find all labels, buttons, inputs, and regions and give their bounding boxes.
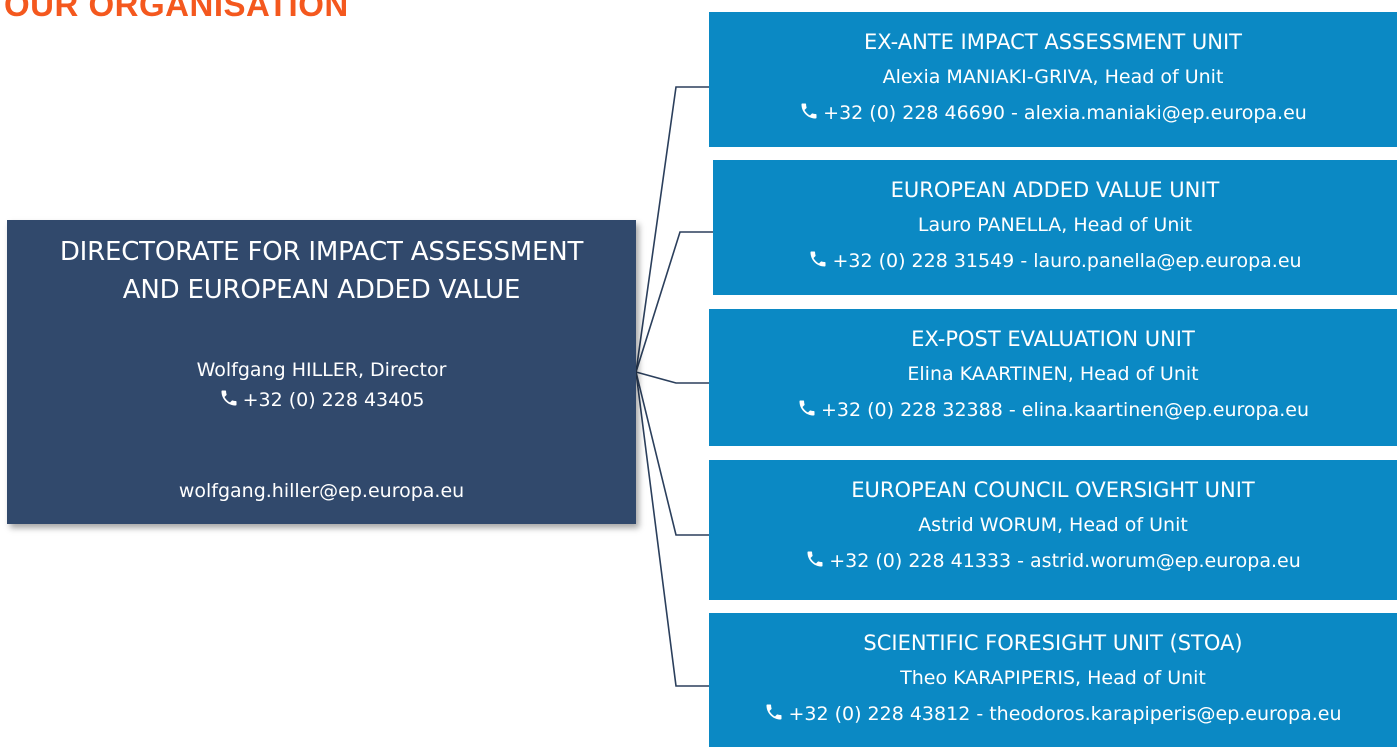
connector-unit-3 (635, 371, 709, 384)
unit-title: SCIENTIFIC FORESIGHT UNIT (STOA) (863, 631, 1243, 655)
director-name: Wolfgang HILLER, Director (196, 359, 447, 381)
directorate-title-line1: DIRECTORATE FOR IMPACT ASSESSMENT (59, 237, 584, 267)
directorate-box: DIRECTORATE FOR IMPACT ASSESSMENT AND EU… (7, 220, 636, 524)
unit-title: EX-POST EVALUATION UNIT (911, 327, 1195, 351)
unit-title: EUROPEAN ADDED VALUE UNIT (890, 178, 1220, 202)
phone-icon (808, 249, 828, 269)
unit-head: Theo KARAPIPERIS, Head of Unit (900, 667, 1206, 689)
phone-icon (805, 549, 825, 569)
connector-unit-1 (635, 86, 709, 373)
unit-contact[interactable]: +32 (0) 228 41333 - astrid.worum@ep.euro… (829, 550, 1301, 572)
unit-contact[interactable]: +32 (0) 228 32388 - elina.kaartinen@ep.e… (820, 399, 1310, 421)
unit-title: EX-ANTE IMPACT ASSESSMENT UNIT (863, 30, 1243, 54)
unit-contact-line: +32 (0) 228 41333 - astrid.worum@ep.euro… (709, 548, 1397, 574)
phone-icon (764, 702, 784, 722)
connector-unit-2 (635, 231, 713, 373)
page-heading: OUR ORGANISATION (4, 0, 349, 23)
director-phone: +32 (0) 228 43405 (242, 389, 425, 411)
unit-box-added-value: EUROPEAN ADDED VALUE UNIT Lauro PANELLA,… (713, 160, 1397, 295)
unit-contact[interactable]: +32 (0) 228 43812 - theodoros.karapiperi… (788, 703, 1342, 725)
unit-head: Elina KAARTINEN, Head of Unit (907, 363, 1199, 385)
unit-head: Lauro PANELLA, Head of Unit (917, 214, 1193, 236)
connector-unit-5 (635, 371, 709, 687)
phone-icon (797, 398, 817, 418)
director-email[interactable]: wolfgang.hiller@ep.europa.eu (178, 480, 465, 502)
unit-contact-line: +32 (0) 228 32388 - elina.kaartinen@ep.e… (709, 397, 1397, 423)
unit-head: Alexia MANIAKI-GRIVA, Head of Unit (882, 66, 1224, 88)
phone-icon (799, 101, 819, 121)
unit-contact[interactable]: +32 (0) 228 46690 - alexia.maniaki@ep.eu… (823, 102, 1307, 124)
unit-box-council-oversight: EUROPEAN COUNCIL OVERSIGHT UNIT Astrid W… (709, 460, 1397, 600)
unit-contact-line: +32 (0) 228 43812 - theodoros.karapiperi… (709, 701, 1397, 727)
unit-box-ex-ante: EX-ANTE IMPACT ASSESSMENT UNIT Alexia MA… (709, 12, 1397, 147)
unit-contact-line: +32 (0) 228 46690 - alexia.maniaki@ep.eu… (709, 100, 1397, 126)
unit-contact[interactable]: +32 (0) 228 31549 - lauro.panella@ep.eur… (832, 250, 1302, 272)
directorate-title-line2: AND EUROPEAN ADDED VALUE (122, 275, 521, 305)
unit-box-stoa: SCIENTIFIC FORESIGHT UNIT (STOA) Theo KA… (709, 613, 1397, 747)
unit-title: EUROPEAN COUNCIL OVERSIGHT UNIT (851, 478, 1255, 502)
unit-contact-line: +32 (0) 228 31549 - lauro.panella@ep.eur… (713, 248, 1397, 274)
phone-icon (219, 388, 239, 408)
directorate-title: DIRECTORATE FOR IMPACT ASSESSMENT AND EU… (7, 233, 636, 309)
connector-unit-4 (635, 371, 709, 536)
unit-box-ex-post: EX-POST EVALUATION UNIT Elina KAARTINEN,… (709, 309, 1397, 446)
director-phone-line: +32 (0) 228 43405 (7, 387, 636, 413)
unit-head: Astrid WORUM, Head of Unit (918, 514, 1188, 536)
